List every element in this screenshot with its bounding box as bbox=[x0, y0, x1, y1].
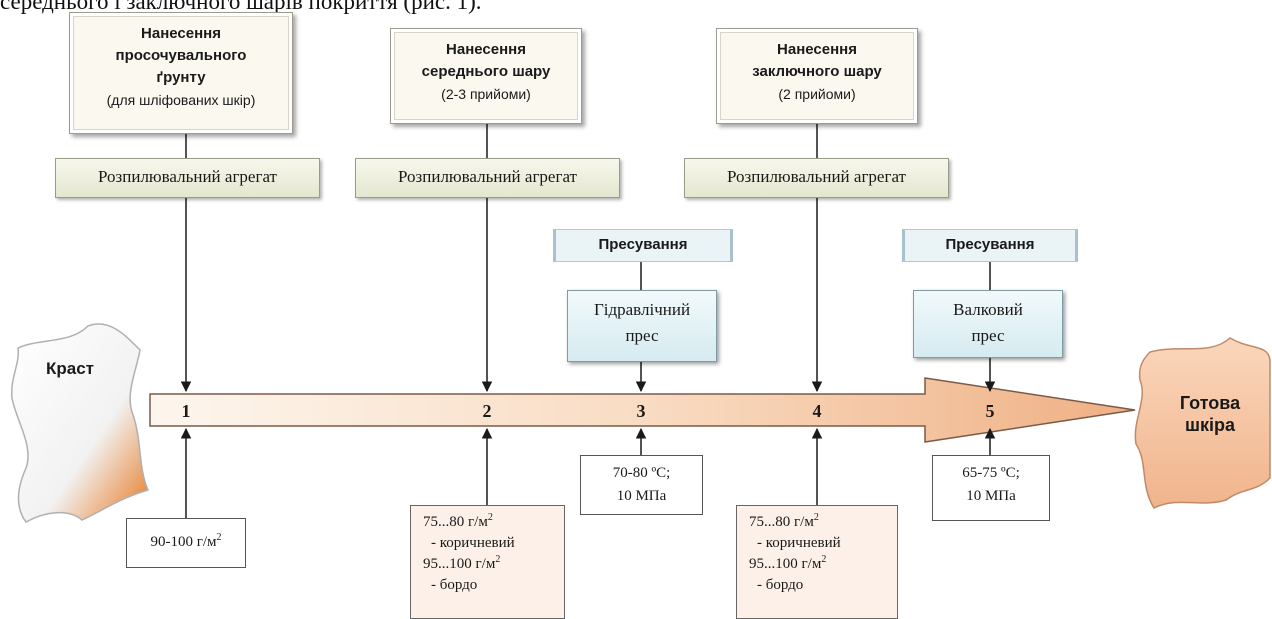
dose-line: - коричневий bbox=[431, 535, 515, 551]
pressing-params-2: 65-75 ºС; 10 МПа bbox=[932, 455, 1050, 521]
dose-line: - коричневий bbox=[757, 535, 841, 551]
param-line: 10 МПа bbox=[966, 488, 1016, 504]
operation-box-middle-layer: Нанесення середнього шару (2-3 прийоми) bbox=[390, 28, 582, 124]
dose-box-step2: 75...80 г/м2 - коричневий 95...100 г/м2 … bbox=[410, 505, 565, 619]
dose-line: 90-100 г/м bbox=[150, 534, 217, 550]
dose-box-step4: 75...80 г/м2 - коричневий 95...100 г/м2 … bbox=[736, 505, 898, 619]
dose-line: 95...100 г/м bbox=[423, 556, 496, 572]
operation-note: (для шліфованих шкір) bbox=[106, 92, 256, 108]
finished-hide-shape bbox=[1134, 337, 1271, 509]
step-number-1: 1 bbox=[181, 401, 191, 421]
machine-line: прес bbox=[625, 326, 659, 345]
top-text-line: середнього і заключного шарів покриття (… bbox=[0, 0, 482, 14]
dose-line: - бордо bbox=[431, 577, 478, 593]
superscript: 2 bbox=[487, 512, 493, 523]
dose-line: - бордо bbox=[757, 577, 804, 593]
pressing-params-1: 70-80 ºС; 10 МПа bbox=[580, 455, 703, 515]
step-number-2: 2 bbox=[482, 401, 492, 421]
superscript: 2 bbox=[813, 512, 819, 523]
operation-title-line: заключного шару bbox=[752, 63, 882, 80]
operation-note: (2-3 прийоми) bbox=[441, 86, 531, 102]
dose-line: 75...80 г/м bbox=[423, 514, 488, 530]
spray-unit-2: Розпилювальний агрегат bbox=[355, 158, 620, 198]
spray-unit-1: Розпилювальний агрегат bbox=[55, 158, 320, 198]
operation-title-line: середнього шару bbox=[421, 63, 551, 80]
operation-title-line: Нанесення bbox=[446, 41, 526, 58]
finished-leather-label: Готова шкіра bbox=[1160, 392, 1260, 436]
crust-label: Краст bbox=[46, 359, 94, 378]
param-line: 70-80 ºС; bbox=[612, 465, 671, 481]
hydraulic-press-box: Гідравлічний прес bbox=[567, 290, 717, 362]
process-timeline-arrow bbox=[149, 377, 1136, 443]
dose-box-step1: 90-100 г/м2 bbox=[126, 518, 246, 568]
step-number-4: 4 bbox=[812, 401, 822, 421]
param-line: 10 МПа bbox=[616, 488, 667, 504]
operation-box-final-layer: Нанесення заключного шару (2 прийоми) bbox=[716, 28, 918, 124]
dose-line: 95...100 г/м bbox=[749, 556, 822, 572]
operation-title-line: ґрунту bbox=[156, 69, 206, 86]
spray-unit-3: Розпилювальний агрегат bbox=[684, 158, 949, 198]
operation-title-line: Нанесення bbox=[141, 25, 221, 42]
param-line: 65-75 ºС; bbox=[962, 465, 1020, 481]
crust-hide-shape bbox=[11, 323, 150, 523]
superscript: 2 bbox=[821, 554, 827, 565]
operation-note: (2 прийоми) bbox=[778, 86, 856, 102]
machine-line: Валковий bbox=[953, 300, 1023, 319]
machine-line: Гідравлічний bbox=[593, 300, 691, 319]
machine-line: прес bbox=[971, 326, 1005, 345]
operation-title-line: просочувального bbox=[115, 47, 247, 64]
step-number-5: 5 bbox=[985, 401, 995, 421]
superscript: 2 bbox=[495, 554, 501, 565]
pressing-label-2: Пресування bbox=[902, 229, 1078, 262]
finished-label-line: шкіра bbox=[1184, 415, 1236, 435]
operation-title-line: Нанесення bbox=[777, 41, 857, 58]
roller-press-box: Валковий прес bbox=[913, 290, 1063, 358]
finished-label-line: Готова bbox=[1179, 393, 1241, 413]
superscript: 2 bbox=[216, 532, 222, 543]
dose-line: 75...80 г/м bbox=[749, 514, 814, 530]
step-number-3: 3 bbox=[636, 401, 646, 421]
operation-box-primer: Нанесення просочувального ґрунту (для шл… bbox=[69, 12, 293, 134]
pressing-label-1: Пресування bbox=[553, 229, 733, 262]
